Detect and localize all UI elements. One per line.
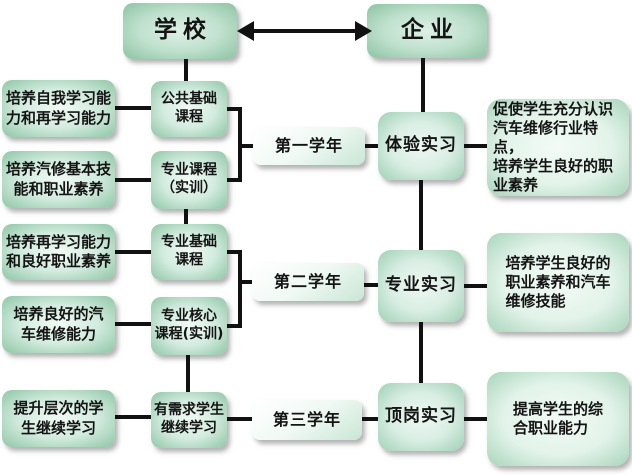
connector-course4-course5 (186, 355, 190, 392)
connector-course2-bracket1 (227, 178, 242, 182)
connector-course4-bracket2 (227, 324, 242, 328)
connector-course1-bracket1 (227, 107, 242, 111)
node-course-public-basic: 公共基础 课程 (151, 81, 227, 137)
connector-course3-bracket2 (227, 250, 242, 254)
node-internship-post: 顶岗实习 (378, 383, 464, 451)
connector-internship1-internship2 (419, 180, 423, 250)
node-enterprise: 企业 (367, 4, 487, 58)
connector-school-course1 (184, 59, 188, 81)
node-outcome-left-1: 培养自我学习能 力和再学习能力 (2, 80, 115, 137)
connector-left3-course3 (115, 250, 151, 254)
bracket1-vertical (238, 107, 242, 182)
connector-left5-course5 (115, 415, 151, 419)
node-outcome-right-1: 促使学生充分认识 汽车维修行业特点， 培养学生良好的职 业素养 (487, 99, 629, 196)
node-outcome-left-4: 培养良好的汽 车维修能力 (2, 296, 115, 353)
node-school: 学校 (123, 3, 237, 59)
connector-internship2-internship3 (419, 322, 423, 383)
connector-year1-internship1 (365, 144, 378, 148)
node-outcome-left-5: 提升层次的学 生继续学习 (2, 390, 115, 447)
node-year-3: 第三学年 (252, 400, 362, 440)
connector-internship2-right2 (464, 284, 487, 288)
node-course-professional-core: 专业核心 课程(实训) (151, 297, 227, 355)
connector-bracket1-year1 (242, 144, 253, 148)
node-course-professional-basic: 专业基础 课程 (151, 224, 227, 280)
connector-course2-course3 (184, 209, 188, 224)
node-course-professional: 专业课程 （实训） (151, 151, 227, 209)
connector-year3-internship3 (362, 417, 378, 421)
node-outcome-right-3: 提高学生的综 合职业能力 (487, 372, 629, 466)
node-year-1: 第一学年 (253, 127, 365, 165)
bracket2-vertical (238, 250, 242, 328)
node-outcome-right-2: 培养学生良好的 职业素养和汽车 维修技能 (487, 233, 629, 332)
arrowhead-right-icon (355, 21, 372, 41)
connector-course5-year3 (227, 417, 252, 421)
arrowhead-left-icon (237, 21, 254, 41)
connector-left4-course4 (115, 322, 151, 326)
connector-internship3-right3 (464, 417, 487, 421)
node-outcome-left-2: 培养汽修基本技 能和职业素养 (2, 151, 115, 208)
connector-left2-course2 (115, 178, 151, 182)
node-course-continue-study: 有需求学生 继续学习 (151, 392, 227, 448)
node-year-2: 第二学年 (252, 263, 364, 301)
node-outcome-left-3: 培养再学习能力 和良好职业素养 (2, 224, 115, 280)
connector-year2-internship2 (364, 283, 378, 287)
connector-internship1-right1 (464, 144, 487, 148)
connector-bracket2-year2 (242, 280, 252, 284)
node-internship-experience: 体验实习 (378, 112, 464, 180)
connector-left1-course1 (115, 106, 151, 110)
arrow-shaft (252, 29, 356, 33)
node-internship-professional: 专业实习 (378, 250, 464, 322)
connector-enterprise-internship1 (421, 58, 425, 112)
